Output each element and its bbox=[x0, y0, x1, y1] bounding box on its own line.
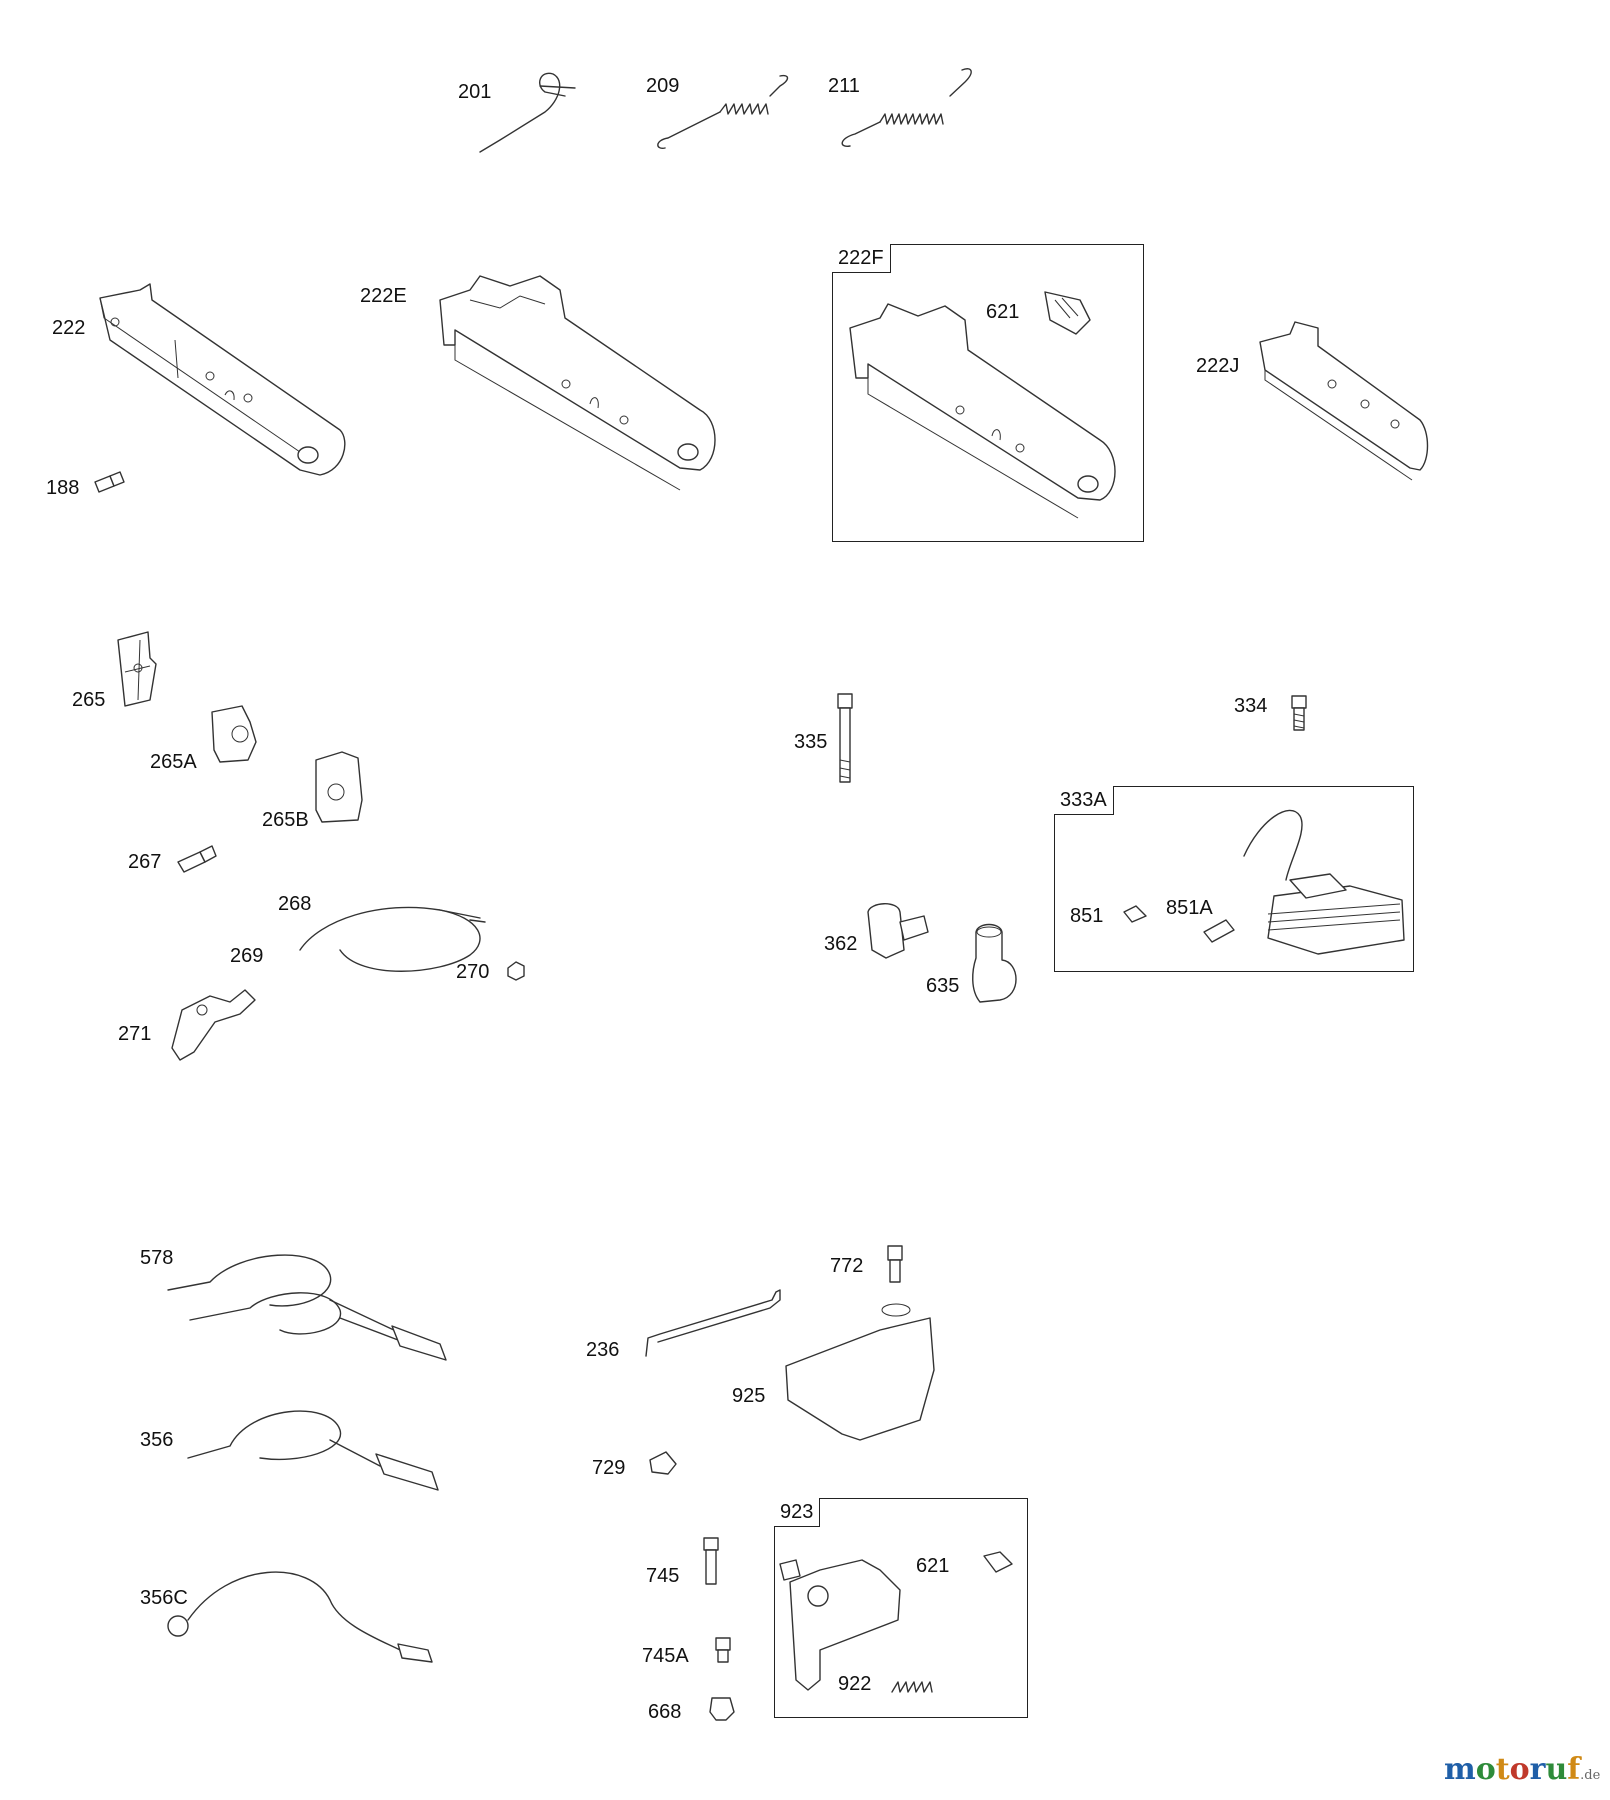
part-578-harness bbox=[167, 1254, 447, 1361]
part-222f-assembly bbox=[849, 291, 1116, 519]
label-335: 335 bbox=[794, 731, 828, 753]
label-851a: 851A bbox=[1166, 897, 1213, 919]
label-334: 334 bbox=[1234, 695, 1268, 717]
part-267-screw bbox=[177, 845, 217, 873]
part-222e-bracket bbox=[439, 275, 716, 491]
part-333a-ignition-coil bbox=[1123, 809, 1405, 955]
group-box-923-title: 923 bbox=[774, 1498, 821, 1527]
label-621-b: 621 bbox=[916, 1555, 950, 1577]
label-268: 268 bbox=[278, 893, 312, 915]
label-201: 201 bbox=[458, 81, 492, 103]
watermark-letter: u bbox=[1545, 1752, 1568, 1787]
part-925-cover bbox=[785, 1303, 935, 1441]
label-222: 222 bbox=[52, 317, 86, 339]
label-356c: 356C bbox=[140, 1587, 188, 1609]
label-922: 922 bbox=[838, 1673, 872, 1695]
part-923-governor-assembly bbox=[779, 1551, 1013, 1693]
watermark-letter: o bbox=[1509, 1752, 1530, 1787]
part-356c-ground-wire bbox=[167, 1571, 433, 1663]
part-635-boot bbox=[972, 923, 1017, 1003]
group-box-333a-title: 333A bbox=[1054, 786, 1114, 815]
part-729-clip bbox=[649, 1451, 677, 1475]
part-271-lever bbox=[171, 989, 256, 1061]
part-222-bracket bbox=[99, 283, 346, 476]
part-334-bolt bbox=[1291, 695, 1307, 731]
label-265b: 265B bbox=[262, 809, 309, 831]
part-356-harness bbox=[187, 1410, 439, 1491]
label-729: 729 bbox=[592, 1457, 626, 1479]
label-236: 236 bbox=[586, 1339, 620, 1361]
watermark-brand: motoruf bbox=[1444, 1752, 1580, 1787]
label-356: 356 bbox=[140, 1429, 174, 1451]
label-635: 635 bbox=[926, 975, 960, 997]
watermark-letter: r bbox=[1529, 1752, 1546, 1787]
part-265b-clip bbox=[315, 751, 363, 823]
label-668: 668 bbox=[648, 1701, 682, 1723]
part-772-bolt bbox=[887, 1245, 903, 1283]
part-201-clip bbox=[479, 72, 576, 153]
group-box-923 bbox=[774, 1498, 1028, 1718]
group-box-333a bbox=[1054, 786, 1414, 972]
label-211: 211 bbox=[828, 75, 860, 97]
label-851: 851 bbox=[1070, 905, 1104, 927]
group-box-222f-title: 222F bbox=[832, 244, 891, 273]
part-745a-bolt bbox=[715, 1637, 731, 1663]
label-265: 265 bbox=[72, 689, 106, 711]
part-222j-bracket bbox=[1259, 321, 1429, 481]
part-188-screw bbox=[94, 471, 125, 493]
part-668-bushing bbox=[709, 1697, 735, 1721]
part-362-boot bbox=[867, 903, 929, 959]
label-925: 925 bbox=[732, 1385, 766, 1407]
part-265-clip bbox=[117, 631, 157, 707]
part-270-nut bbox=[507, 961, 525, 981]
part-745-bolt bbox=[703, 1537, 719, 1585]
label-621-a: 621 bbox=[986, 301, 1020, 323]
label-772: 772 bbox=[830, 1255, 864, 1277]
label-270: 270 bbox=[456, 961, 490, 983]
part-236-link-rod bbox=[645, 1289, 781, 1357]
label-745: 745 bbox=[646, 1565, 680, 1587]
label-265a: 265A bbox=[150, 751, 197, 773]
label-269: 269 bbox=[230, 945, 264, 967]
label-222e: 222E bbox=[360, 285, 407, 307]
label-188: 188 bbox=[46, 477, 80, 499]
label-222j: 222J bbox=[1196, 355, 1240, 377]
part-335-bolt bbox=[837, 693, 853, 783]
part-265a-clip bbox=[211, 705, 257, 763]
watermark-suffix: .de bbox=[1580, 1768, 1601, 1783]
motoruf-watermark-logo: motoruf.de bbox=[1444, 1752, 1600, 1787]
label-267: 267 bbox=[128, 851, 162, 873]
label-578: 578 bbox=[140, 1247, 174, 1269]
group-box-222f bbox=[832, 244, 1144, 542]
part-209-spring bbox=[657, 74, 789, 149]
label-209: 209 bbox=[646, 75, 680, 97]
watermark-letter: o bbox=[1475, 1752, 1496, 1787]
watermark-letter: f bbox=[1567, 1752, 1581, 1787]
label-271: 271 bbox=[118, 1023, 152, 1045]
watermark-letter: m bbox=[1444, 1752, 1476, 1787]
label-362: 362 bbox=[824, 933, 858, 955]
part-268-cable bbox=[299, 906, 486, 972]
part-211-spring bbox=[841, 68, 972, 147]
label-745a: 745A bbox=[642, 1645, 689, 1667]
watermark-letter: t bbox=[1495, 1752, 1510, 1787]
